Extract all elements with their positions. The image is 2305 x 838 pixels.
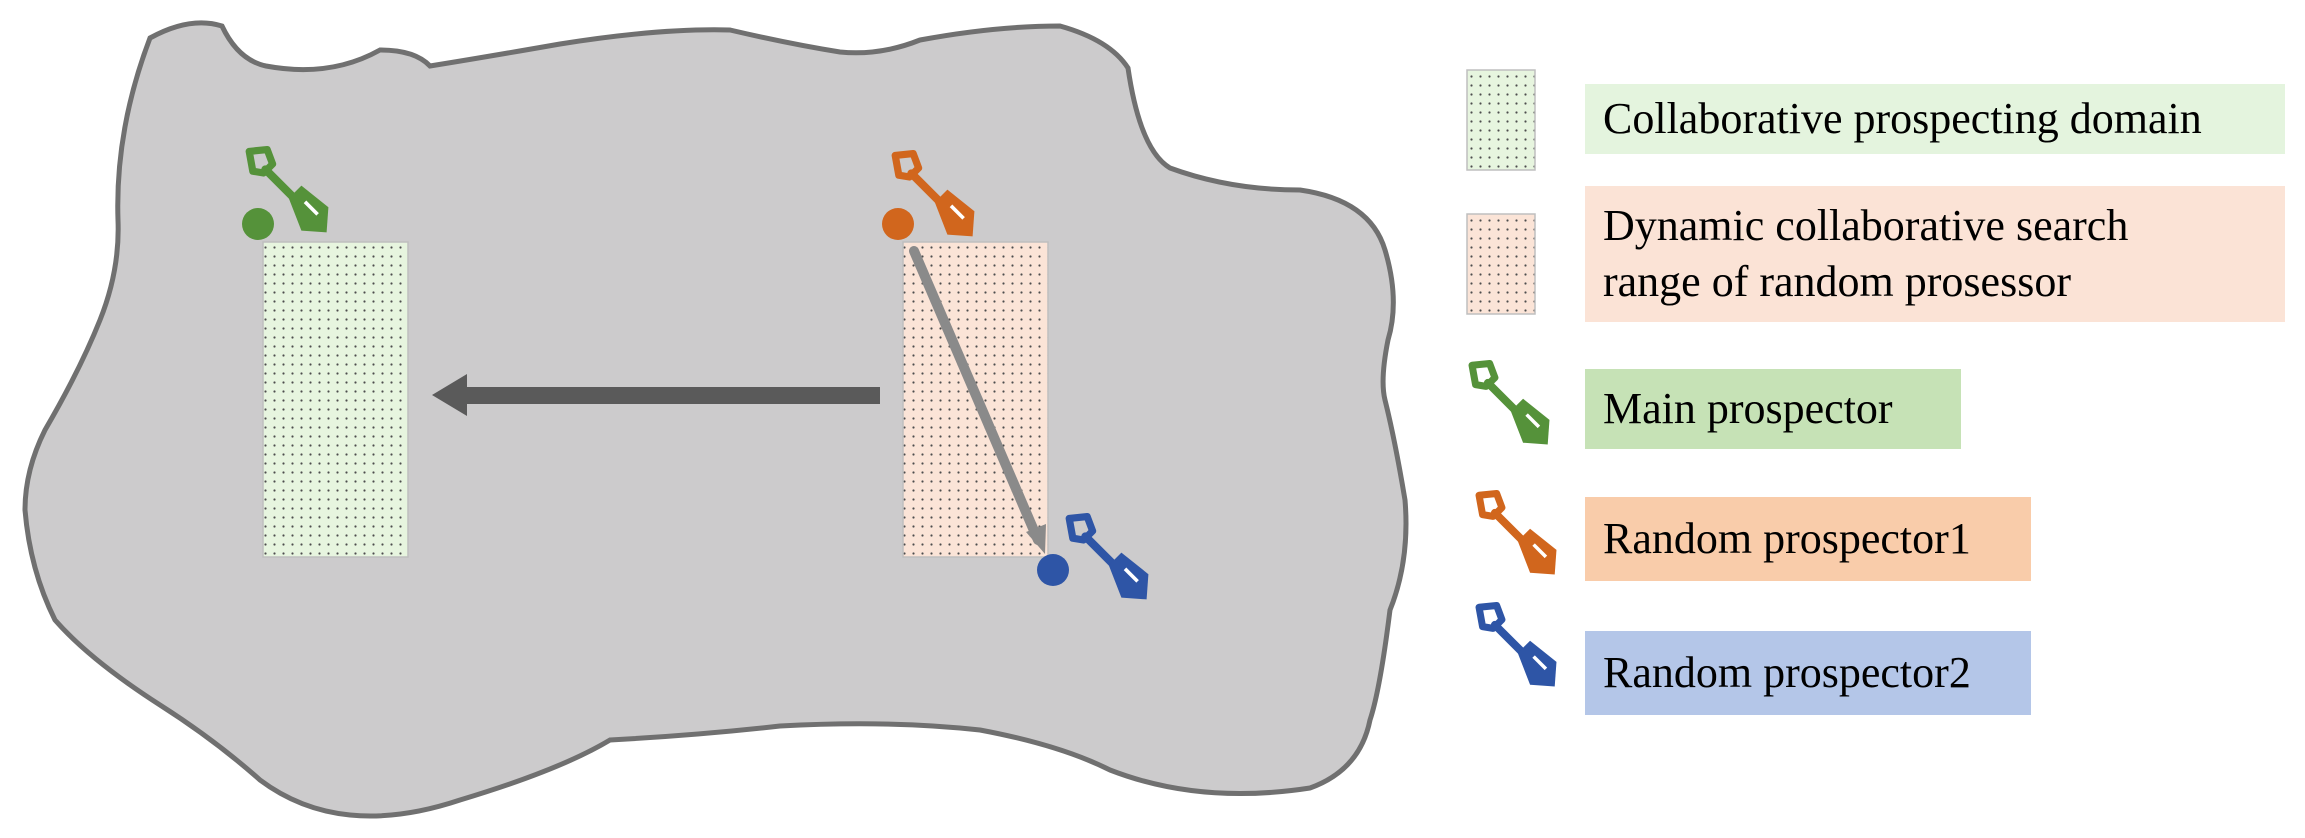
legend-main-shovel-icon [1472,364,1549,445]
legend-label-random1: Random prospector1 [1585,497,2031,581]
legend-text-random1: Random prospector1 [1603,514,1971,563]
legend-swatch-dynamic [1466,213,1536,315]
collaborative-domain-rect [262,241,409,558]
legend-swatch-collab [1466,69,1536,171]
legend-label-random2: Random prospector2 [1585,631,2031,715]
search-path-line [909,246,1046,554]
random-prospector1-marker [882,208,914,240]
legend-text-collab: Collaborative prospecting domain [1603,94,2202,143]
legend-label-dynamic: Dynamic collaborative search range of ra… [1585,186,2285,322]
landmass-region [22,20,1409,819]
legend-text-dynamic-line2: range of random prosessor [1603,257,2071,306]
legend-text-random2: Random prospector2 [1603,648,1971,697]
legend-label-main: Main prospector [1585,369,1961,449]
legend-random1-shovel-icon [1479,494,1556,575]
main-prospector-marker [242,208,274,240]
random-prospector2-marker [1037,554,1069,586]
legend-text-dynamic-line1: Dynamic collaborative search [1603,201,2129,250]
legend-random2-shovel-icon [1479,606,1556,687]
legend-label-collab: Collaborative prospecting domain [1585,84,2285,154]
direction-arrow [432,374,880,416]
legend-text-main: Main prospector [1603,384,1893,433]
